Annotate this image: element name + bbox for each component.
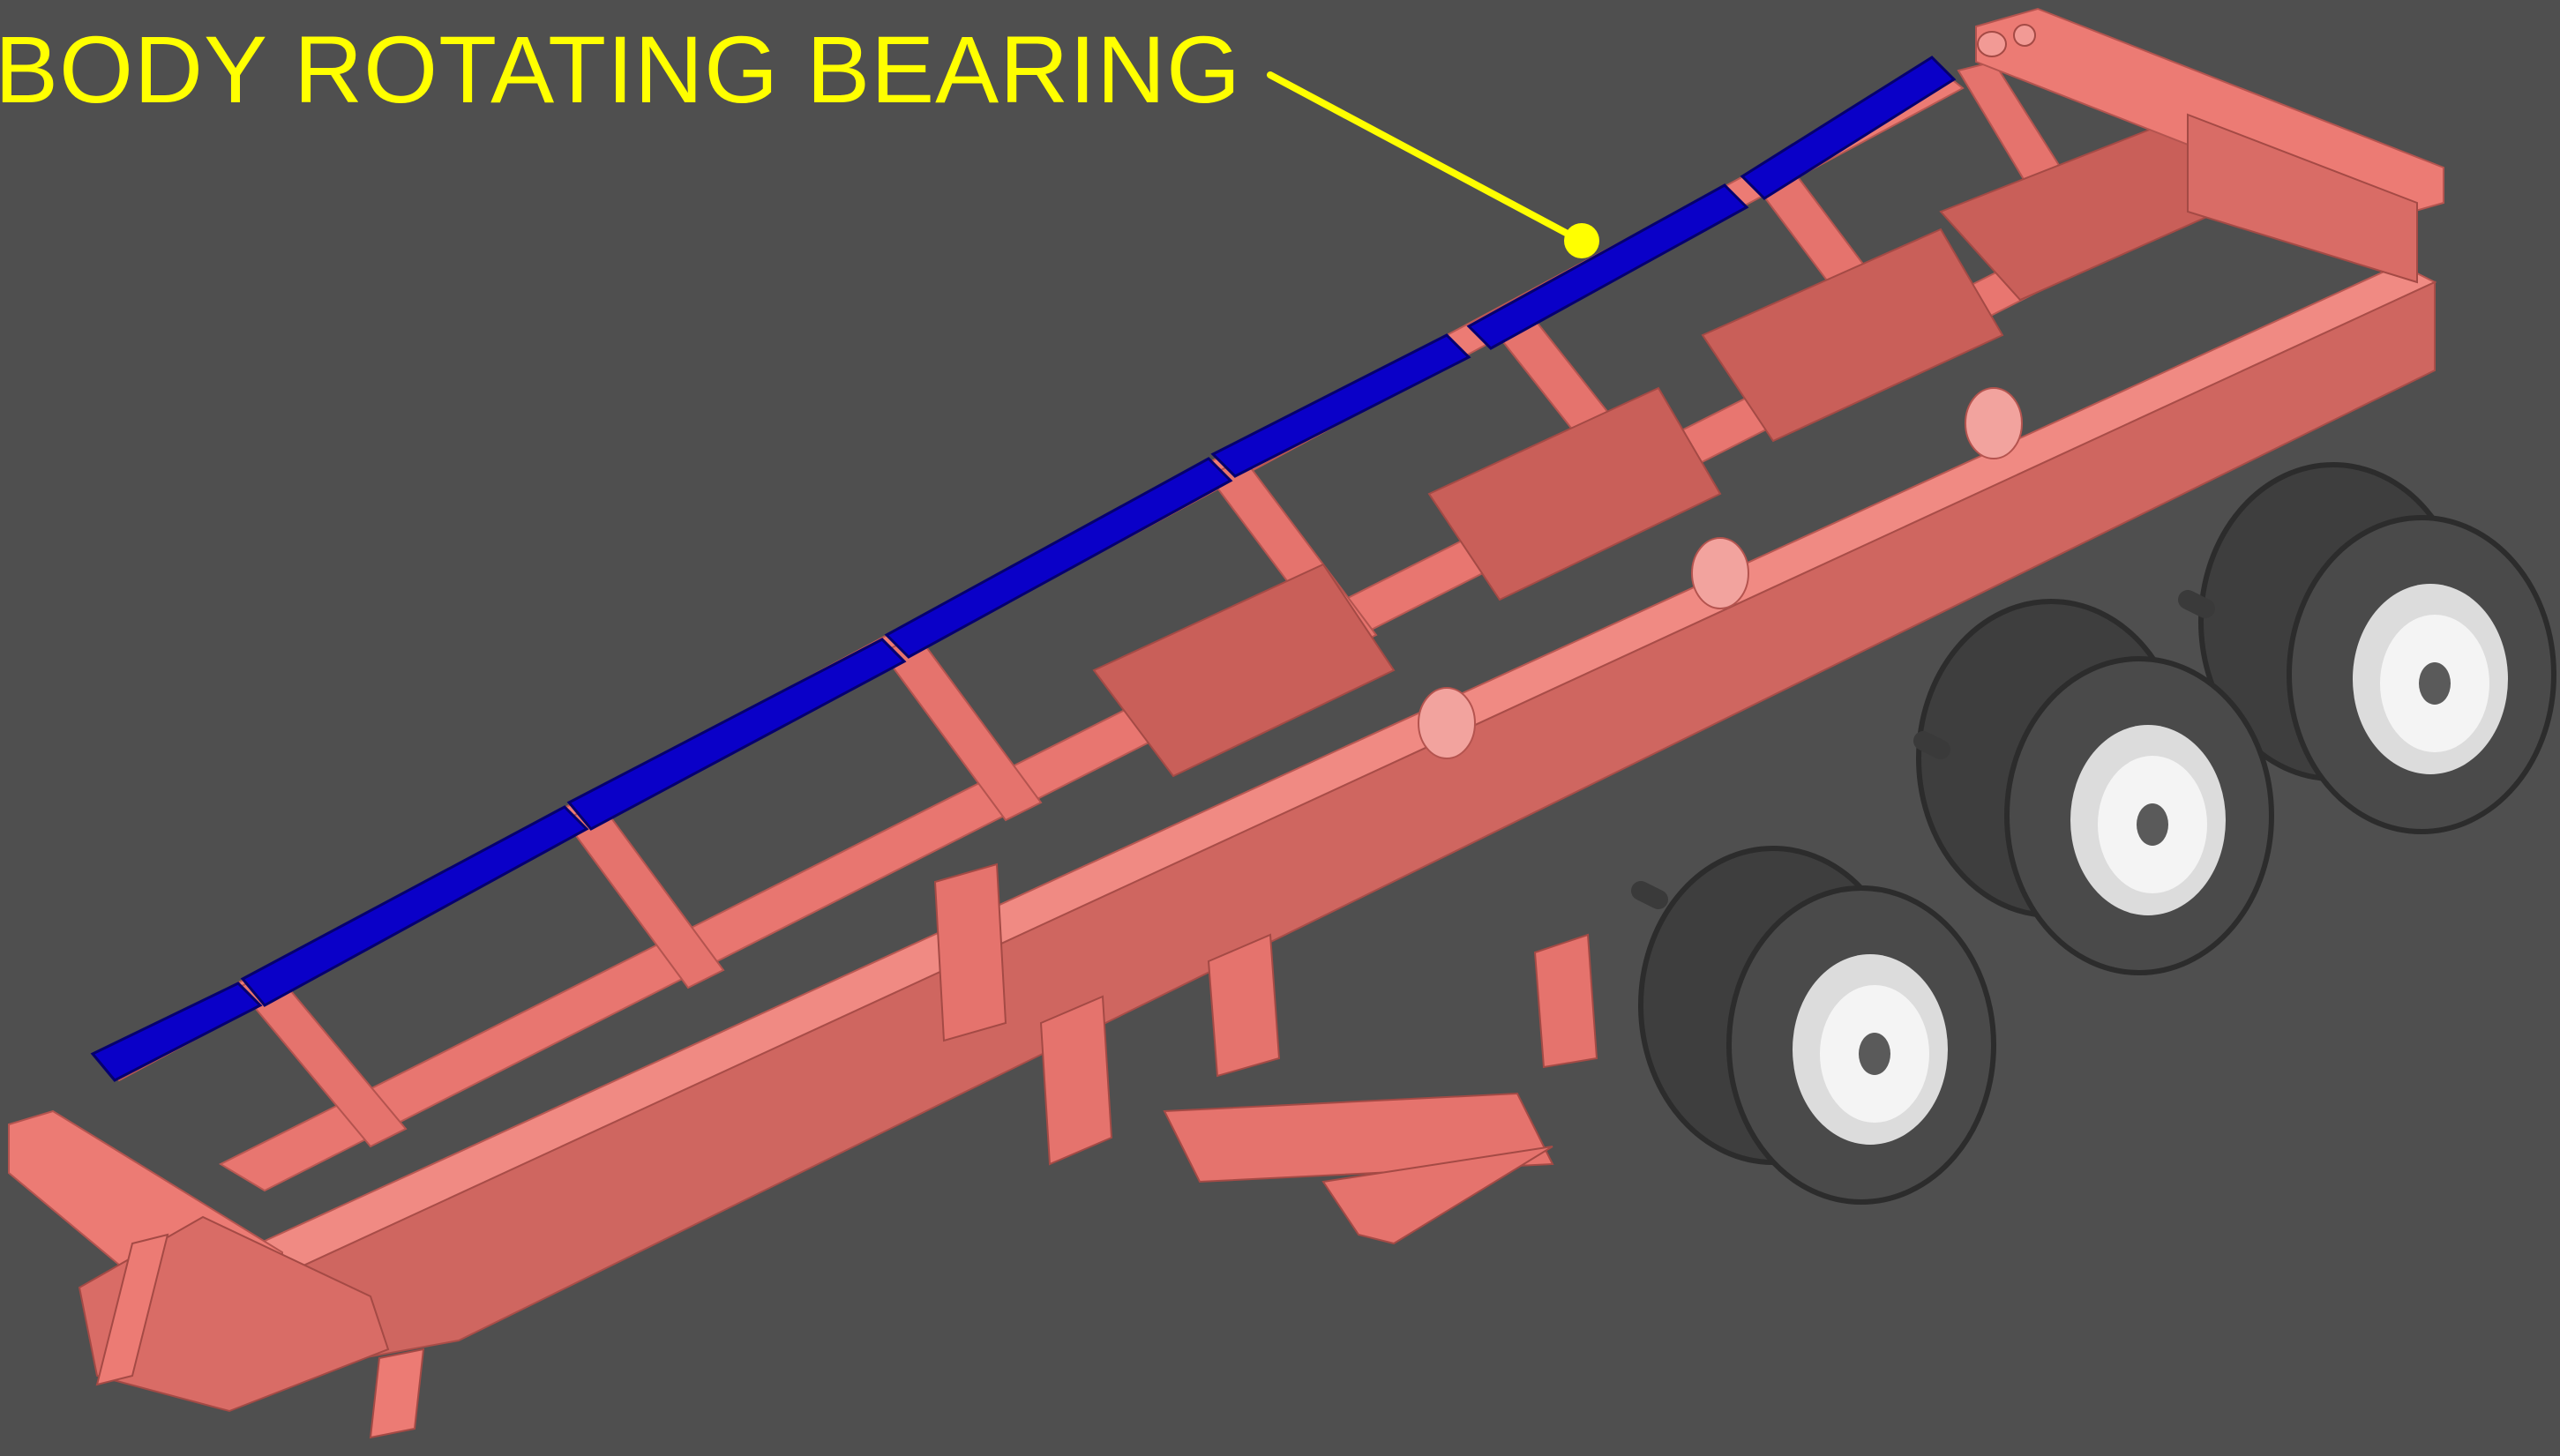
bearing-pad [90, 982, 263, 1082]
body-rotating-bearing-pads [90, 56, 1957, 1082]
wheel-assembly-front [1638, 846, 1996, 1205]
bearing-pad [240, 805, 589, 1007]
axle-shafts [1631, 590, 2215, 909]
rear-bolster-pins [1977, 24, 2036, 57]
wheel-assembly-middle [1916, 599, 2274, 975]
bearing-pad [1210, 333, 1471, 478]
bearing-pad [1740, 56, 1957, 200]
front-bolster-legs [95, 1233, 425, 1439]
callout-leader [1267, 71, 1599, 258]
wheel-assembly-rear [2198, 462, 2556, 834]
bearing-pad [884, 457, 1233, 659]
hanger-brackets [1418, 387, 2023, 759]
callout-label: BODY ROTATING BEARING [0, 16, 1242, 123]
bearing-pad [566, 638, 907, 831]
crossbox-recesses [1092, 113, 2260, 778]
rear-bolster-face [2187, 113, 2418, 284]
suspension-hangers [933, 862, 1598, 1245]
bearing-pad [1466, 183, 1749, 350]
